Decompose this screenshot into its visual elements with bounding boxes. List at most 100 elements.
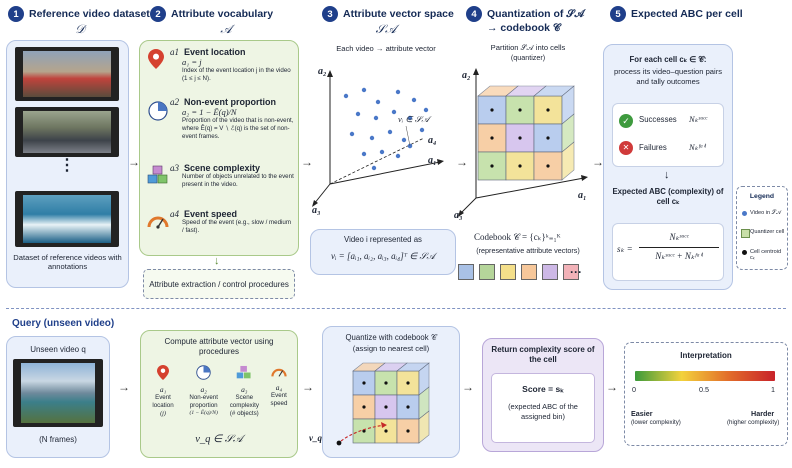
abc-intro: process its video–question pairs and tal… bbox=[613, 67, 723, 86]
attribute-name: Scene complexity bbox=[184, 163, 261, 173]
axis-label-a4: a₄ bbox=[428, 135, 437, 146]
tick-05: 0.5 bbox=[699, 385, 709, 394]
codebook-swatch bbox=[542, 264, 558, 280]
down-arrow: ↓ bbox=[214, 255, 220, 267]
arrow-q4: → bbox=[606, 380, 618, 394]
icon-sub: (# objects) bbox=[229, 409, 259, 417]
step-number: 1 bbox=[8, 6, 24, 22]
codebook-swatches bbox=[458, 264, 579, 280]
quantizer-cell-side bbox=[561, 141, 575, 181]
space-point bbox=[361, 87, 367, 93]
speedometer-icon bbox=[271, 368, 287, 377]
icon-id: a₃ bbox=[241, 385, 248, 394]
attribute-a2: a2 Non-event proportion a₂ = 1 − Ē(q)/N … bbox=[170, 97, 294, 140]
arrow-q1: → bbox=[118, 380, 130, 394]
quant-caption-sub: (quantizer) bbox=[510, 53, 546, 62]
space-point bbox=[373, 115, 379, 121]
step-5-header: 5 Expected ABC per cell bbox=[610, 6, 743, 22]
space-point bbox=[343, 93, 349, 99]
icon-label: Non-event proportion bbox=[189, 394, 218, 409]
quant-axis-a3: a₃ bbox=[454, 210, 463, 221]
attribute-space-symbol: 𝒮𝒜 bbox=[375, 22, 397, 36]
query-video-label: Unseen video q bbox=[30, 345, 86, 354]
formula-lhs: sₖ = bbox=[617, 244, 633, 254]
blue-dot-icon bbox=[742, 211, 747, 216]
tick-0: 0 bbox=[632, 385, 636, 394]
icon-id: a₄ bbox=[275, 383, 283, 392]
green-square-icon bbox=[741, 229, 750, 238]
space-caption: Each video → attribute vector bbox=[336, 44, 436, 53]
space-point bbox=[379, 149, 385, 155]
compute-title: Compute attribute vector using procedure… bbox=[164, 337, 274, 357]
arrow-1-2: → bbox=[128, 155, 140, 169]
attribute-a1: a1 Event location a₁ = j Index of the ev… bbox=[170, 47, 294, 83]
point-label: vᵢ ∈ 𝒮𝒜 bbox=[398, 114, 430, 124]
space-point bbox=[391, 109, 397, 115]
codebook-ellipsis: ··· bbox=[570, 265, 582, 279]
outcome-box: ✓ Successes Nₖˢᵘᶜᶜ ✕ Failures Nₖᶠᵃⁱˡ bbox=[612, 103, 724, 167]
icon-sub: (1 − Ē(q)/N) bbox=[189, 409, 218, 416]
space-point bbox=[371, 165, 377, 171]
step-4-header: 4 Quantization of 𝒮𝒜 bbox=[466, 6, 584, 22]
icon-a1: a₁ Event location (j) bbox=[145, 365, 181, 417]
space-point bbox=[355, 111, 361, 117]
space-point bbox=[407, 143, 413, 149]
fraction-bar bbox=[639, 247, 719, 248]
icon-label: Scene complexity bbox=[229, 394, 259, 409]
arrow-4-5: → bbox=[592, 155, 604, 169]
quantize-sub: (assign to nearest cell) bbox=[352, 344, 430, 353]
abc-formula-box: sₖ = Nₖˢᵘᶜᶜ Nₖˢᵘᶜᶜ + Nₖᶠᵃⁱˡ bbox=[612, 223, 724, 281]
step-title: Attribute vector space bbox=[343, 8, 454, 20]
codebook-swatch bbox=[563, 264, 579, 280]
attribute-name: Non-event proportion bbox=[184, 97, 277, 107]
abc-intro-bold: For each cell cₖ ∈ 𝒞: bbox=[629, 55, 707, 64]
attribute-name: Event location bbox=[184, 47, 246, 57]
attribute-desc: Index of the event location j in the vid… bbox=[182, 67, 291, 82]
harder-sub: (higher complexity) bbox=[727, 419, 780, 426]
video-thumbnail-surfing bbox=[15, 191, 119, 247]
vector-representation-box: Video i represented as vᵢ = [aᵢ₁, aᵢ₂, a… bbox=[310, 229, 456, 275]
step-4-title-line2: → codebook 𝒞 bbox=[487, 22, 561, 34]
more-videos-ellipsis: ⋮ bbox=[59, 157, 75, 174]
icon-label: Event location bbox=[152, 394, 174, 409]
icon-a2: a₂ Non-event proportion (1 − Ē(q)/N) bbox=[184, 365, 224, 417]
cubes-icon bbox=[237, 365, 251, 379]
section-divider bbox=[6, 308, 786, 309]
codebook-sub: (representative attribute vectors) bbox=[476, 246, 580, 255]
step-title: Quantization of 𝒮𝒜 bbox=[487, 7, 585, 20]
dataset-symbol: 𝒟 bbox=[75, 22, 85, 36]
cross-icon: ✕ bbox=[619, 141, 633, 155]
attribute-formula: a₁ = j bbox=[182, 57, 202, 67]
black-dot-icon bbox=[742, 250, 747, 255]
video-thumbnail-car-crash bbox=[15, 107, 119, 157]
codebook-swatch bbox=[458, 264, 474, 280]
space-point bbox=[349, 131, 355, 137]
attribute-id: a1 bbox=[170, 47, 179, 57]
attribute-desc: Speed of the event (e.g., slow / medium … bbox=[182, 219, 292, 234]
location-pin-icon bbox=[157, 365, 169, 380]
cubes-icon bbox=[147, 165, 169, 190]
compute-vector-panel: Compute attribute vector using procedure… bbox=[140, 330, 298, 458]
vq-formula: v_q ∈ 𝒮𝒜 bbox=[195, 434, 243, 445]
quantize-panel: Quantize with codebook 𝒞 (assign to near… bbox=[309, 326, 460, 458]
space-point bbox=[401, 137, 407, 143]
attribute-desc: Number of objects unrelated to the event… bbox=[182, 173, 294, 188]
icon-label: Event speed bbox=[270, 392, 288, 407]
location-pin-icon bbox=[148, 49, 164, 74]
formula-numerator: Nₖˢᵘᶜᶜ bbox=[669, 232, 689, 242]
cell-centroid bbox=[490, 164, 494, 168]
space-point bbox=[375, 99, 381, 105]
cell-centroid bbox=[362, 381, 366, 385]
vector-formula: vᵢ = [aᵢ₁, aᵢ₂, aᵢ₃, aᵢ₄]ᵀ ∈ 𝒮𝒜 bbox=[330, 251, 435, 261]
icon-a3: a₃ Scene complexity (# objects) bbox=[226, 365, 262, 417]
space-point bbox=[369, 135, 375, 141]
attribute-name: Event speed bbox=[184, 209, 238, 219]
dataset-caption: Dataset of reference videos with annotat… bbox=[13, 253, 122, 272]
attribute-vocab-panel: a1 Event location a₁ = j Index of the ev… bbox=[139, 40, 299, 256]
cell-centroid bbox=[546, 164, 550, 168]
return-title: Return complexity score of the cell bbox=[491, 345, 595, 365]
extraction-procedures-box: Attribute extraction / control procedure… bbox=[143, 269, 295, 299]
space-point bbox=[423, 107, 429, 113]
cell-centroid bbox=[490, 108, 494, 112]
space-point bbox=[419, 127, 425, 133]
